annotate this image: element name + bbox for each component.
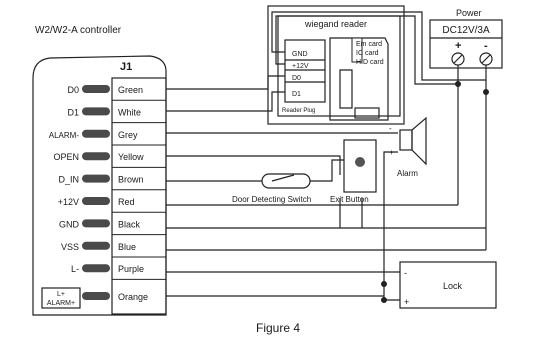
wire-d-in-return	[310, 159, 344, 182]
card-body	[339, 69, 353, 109]
wire-alarm-plus	[383, 151, 398, 296]
pin-label: D_IN	[58, 175, 79, 185]
wiegand-reader-title: wiegand reader	[304, 19, 367, 29]
pin-label: +12V	[58, 197, 79, 207]
door-switch-contact	[271, 174, 295, 182]
door-switch-icon	[261, 173, 311, 189]
alarm-plus-label: +	[389, 148, 394, 157]
pin-connector	[82, 197, 110, 205]
pin-label: GND	[59, 219, 80, 229]
card-slot	[351, 37, 363, 63]
power-supply-box	[429, 19, 503, 69]
exit-button-icon	[355, 157, 365, 167]
exit-button-box	[343, 139, 377, 193]
wire-open	[166, 155, 341, 175]
alarm-speaker-icon	[411, 116, 427, 166]
l-plus-label: L+	[57, 291, 65, 298]
reader-pin-d1: D1	[292, 91, 301, 98]
wire-label-orange: Orange	[118, 292, 148, 302]
pin-connector	[82, 241, 110, 250]
power-minus: -	[484, 40, 488, 52]
wire-color-label: Yellow	[118, 152, 144, 162]
pin-connector	[82, 219, 110, 228]
wire-d0	[166, 75, 285, 90]
wiegand-reader-outer	[267, 5, 405, 125]
wire-color-label: Red	[118, 197, 135, 207]
door-switch-label: Door Detecting Switch	[232, 195, 311, 204]
wire-color-label: Green	[118, 85, 143, 95]
l-plus-alarm-label-box	[41, 287, 81, 309]
lock-label: Lock	[443, 281, 463, 291]
wire-d1	[166, 91, 285, 112]
pin-label: D1	[67, 107, 79, 117]
reader-plug	[284, 39, 326, 103]
card-reader-device	[329, 37, 389, 121]
pin-label: OPEN	[53, 152, 79, 162]
alarm-plus-label: ALARM+	[47, 300, 75, 307]
pin-label: D0	[67, 85, 79, 95]
wires	[166, 11, 487, 301]
pin-connector	[82, 152, 110, 161]
wire-color-label: Blue	[118, 242, 136, 252]
junction-dot	[381, 281, 387, 287]
wire-color-label: Black	[118, 219, 141, 229]
reader-pin-12v: +12V	[292, 63, 309, 70]
power-minus-screw	[481, 54, 491, 64]
reader-pin-d0: D0	[292, 75, 301, 82]
pin-connector	[82, 174, 110, 183]
power-plus: +	[455, 40, 461, 52]
pin-connector	[82, 129, 110, 138]
alarm-minus-label: -	[389, 124, 392, 133]
controller-body	[32, 55, 167, 316]
junction-dot	[381, 297, 387, 303]
j1-terminal-strip	[111, 77, 167, 315]
lock-minus-label: -	[404, 268, 407, 278]
figure-caption: Figure 4	[256, 321, 300, 335]
junction-dot	[483, 89, 489, 95]
alarm-speaker-body	[399, 129, 413, 151]
pin-label: L-	[71, 264, 79, 274]
pin-orange-connector	[82, 292, 110, 300]
power-title: Power	[456, 8, 482, 18]
exit-button-label: Exit Button	[330, 195, 369, 204]
terminal-dividers	[112, 99, 166, 280]
card-led	[354, 107, 380, 119]
pin-label: VSS	[61, 242, 79, 252]
card-hid: HID card	[356, 59, 384, 66]
wire-lock-plus	[166, 295, 400, 301]
pin-label: ALARM-	[49, 131, 80, 140]
alarm-label: Alarm	[397, 169, 418, 178]
pin-connector	[82, 85, 110, 93]
pin-connector	[82, 107, 110, 116]
reader-pin-gnd: GND	[292, 51, 308, 58]
wire-color-label: Brown	[118, 175, 144, 185]
lock-box	[399, 261, 497, 309]
j1-label: J1	[120, 61, 132, 73]
wire-color-label: Grey	[118, 130, 138, 140]
power-rating: DC12V/3A	[442, 25, 490, 36]
power-plus-screw	[453, 54, 463, 64]
wire-color-label: Purple	[118, 264, 144, 274]
pin-connector	[82, 264, 110, 273]
card-ic: IC card	[356, 50, 379, 57]
wire-color-label: White	[118, 107, 141, 117]
controller-title: W2/W2-A controller	[35, 25, 122, 36]
card-em: Em card	[356, 41, 382, 48]
junction-dot	[455, 81, 461, 87]
reader-plug-label: Reader Plug	[282, 108, 315, 114]
lock-plus-label: +	[404, 297, 409, 307]
